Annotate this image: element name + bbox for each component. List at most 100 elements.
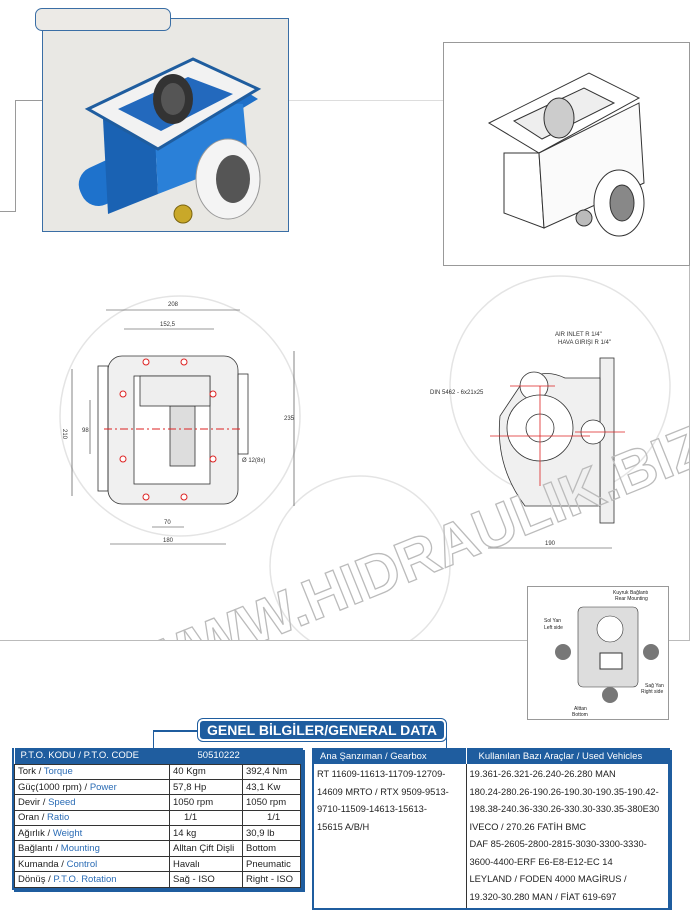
spec-value-metric: 57,8 Hp — [169, 778, 243, 796]
spec-label: Tork / Torque — [14, 763, 170, 780]
text-line: 19.320-30.280 MAN / FİAT 619-697 — [469, 891, 617, 902]
vehicle-list: 19.361-26.321-26.240-26.280 MAN 180.24-28… — [466, 764, 668, 908]
spec-label-en: Torque — [43, 766, 73, 778]
spec-row: Bağlantı / Mounting Alltan Çift Dişli Bo… — [14, 840, 301, 857]
left-side-en: Left side — [544, 625, 563, 631]
spec-row: Dönüş / P.T.O. Rotation Sağ - ISO Right … — [14, 871, 301, 888]
hava-girisi-label: HAVA GIRIŞI R 1/4" — [558, 340, 611, 346]
vehicles-header: Kullanılan Bazı Araçlar / Used Vehicles — [466, 748, 668, 764]
frame-line — [15, 100, 16, 212]
text-line: 198.38-240.36-330.26-330.30-330.35-380E3… — [469, 804, 660, 814]
gearbox-list: RT 11609-11613-11709-12709- 14609 MRTO / … — [314, 764, 467, 908]
din-label: DIN 5462 - 6x21x25 — [430, 390, 484, 396]
text-line: 9710-11509-14613-15613- — [317, 804, 427, 814]
spec-value-imperial: Pneumatic — [242, 855, 301, 873]
spec-label: Devir / Speed — [14, 794, 170, 811]
spec-label: Kumanda / Control — [14, 855, 170, 873]
spec-value-metric: 1/1 — [169, 809, 243, 827]
spec-label: Ağırlık / Weight — [14, 825, 170, 842]
dim-180: 180 — [163, 538, 174, 544]
spec-value-imperial: 1/1 — [242, 809, 301, 827]
spec-row: Kumanda / Control Havalı Pneumatic — [14, 855, 301, 873]
vehicle-table: Ana Şanzıman / Gearbox Kullanılan Bazı A… — [312, 748, 670, 910]
text-line: 3600-4400-ERF E6-E8-E12-EC 14 — [469, 856, 613, 867]
spec-row: Devir / Speed 1050 rpm 1050 rpm — [14, 794, 301, 811]
air-inlet-label: AIR INLET R 1/4" — [555, 332, 602, 338]
spec-label-en: Ratio — [47, 812, 70, 824]
text-line: 15615 A/B/H — [317, 821, 370, 832]
frame-line — [0, 211, 16, 212]
frame-line — [15, 100, 43, 101]
spec-label-en: Power — [89, 781, 117, 793]
dim-235: 235 — [284, 416, 295, 422]
spec-value-metric: 1050 rpm — [169, 794, 243, 811]
code-value: 50510222 — [169, 748, 301, 764]
spec-row: Tork / Torque 40 Kgm 392,4 Nm — [14, 763, 301, 780]
connector-line — [153, 730, 199, 732]
dim-190: 190 — [545, 541, 556, 547]
spec-label-tr: Devir / — [18, 796, 49, 808]
spec-label-en: Mounting — [60, 843, 100, 855]
spec-row: Oran / Ratio 1/1 1/1 — [14, 809, 301, 827]
right-side-en: Right side — [641, 689, 663, 695]
text-line: 180.24-280.26-190.26-190.30-190.35-190.4… — [469, 786, 659, 797]
spec-label-tr: Dönüş / — [18, 873, 54, 885]
spec-row: Ağırlık / Weight 14 kg 30,9 lb — [14, 825, 301, 842]
text-line: IVECO / 270.26 FATİH BMC — [469, 821, 587, 832]
text-line: LEYLAND / FODEN 4000 MAGİRUS / — [469, 874, 627, 884]
text-line: RT 11609-11613-11709-12709- — [317, 769, 446, 779]
spec-label-tr: Ağırlık / — [18, 827, 53, 839]
product-photo — [42, 18, 289, 232]
connector-line — [153, 730, 154, 748]
spec-label-en: Speed — [48, 796, 76, 808]
dim-98: 98 — [82, 428, 89, 434]
spec-value-imperial: 43,1 Kw — [242, 778, 301, 796]
technical-drawing: 208 152,5 210 98 235 Ø 12(8x) 70 180 AIR… — [59, 275, 690, 640]
spec-label-tr: Kumanda / — [18, 858, 67, 870]
spec-value-imperial: Bottom — [242, 840, 301, 857]
spec-value-imperial: Right - ISO — [242, 871, 301, 888]
spec-label: Dönüş / P.T.O. Rotation — [14, 871, 170, 888]
spec-label-en: P.T.O. Rotation — [53, 873, 117, 885]
spec-label-tr: Güç(1000 rpm) / — [18, 781, 90, 793]
dim-hole: Ø 12(8x) — [242, 458, 265, 464]
spec-row: Güç(1000 rpm) / Power 57,8 Hp 43,1 Kw — [14, 778, 301, 796]
spec-label: Güç(1000 rpm) / Power — [14, 778, 170, 796]
spec-label-en: Weight — [52, 827, 83, 839]
spec-label-tr: Bağlantı / — [18, 843, 61, 855]
left-side-tr: Sol Yan — [544, 618, 561, 624]
bottom-en: Bottom — [572, 712, 588, 718]
rear-mounting-en: Rear Mounting — [615, 596, 648, 602]
dim-152-5: 152,5 — [160, 322, 176, 328]
code-header: P.T.O. KODU / P.T.O. CODE — [14, 748, 170, 764]
gearbox-header: Ana Şanzıman / Gearbox — [314, 748, 467, 764]
spec-value-metric: 14 kg — [169, 825, 243, 842]
spec-label-tr: Oran / — [18, 812, 48, 824]
isometric-drawing — [443, 42, 690, 266]
spec-label-en: Control — [66, 858, 98, 870]
rear-mounting-tr: Kuyruk Bağlantı — [613, 590, 648, 596]
title-tab — [35, 8, 171, 31]
spec-value-metric: 40 Kgm — [169, 763, 243, 780]
frame-line — [0, 640, 690, 641]
right-side-tr: Sağ Yan — [645, 683, 664, 689]
spec-value-metric: Alltan Çift Dişli — [169, 840, 243, 857]
connector-line — [446, 730, 447, 748]
frame-line — [689, 100, 690, 640]
dim-210: 210 — [61, 429, 67, 440]
frame-line — [289, 100, 444, 101]
spec-label-tr: Tork / — [18, 766, 44, 778]
section-title: GENEL BİLGİLER/GENERAL DATA — [197, 718, 447, 742]
spec-label: Oran / Ratio — [14, 809, 170, 827]
dim-70: 70 — [164, 520, 171, 526]
spec-value-imperial: 1050 rpm — [242, 794, 301, 811]
spec-value-imperial: 30,9 lb — [242, 825, 301, 842]
spec-label: Bağlantı / Mounting — [14, 840, 170, 857]
spec-value-metric: Havalı — [169, 855, 243, 873]
spec-value-imperial: 392,4 Nm — [242, 763, 301, 780]
spec-table: P.T.O. KODU / P.T.O. CODE 50510222 Tork … — [12, 748, 303, 890]
bottom-tr: Alttan — [574, 706, 587, 712]
text-line: 14609 MRTO / RTX 9509-9513- — [317, 786, 449, 797]
spec-value-metric: Sağ - ISO — [169, 871, 243, 888]
text-line: 19.361-26.321-26.240-26.280 MAN — [469, 769, 616, 779]
